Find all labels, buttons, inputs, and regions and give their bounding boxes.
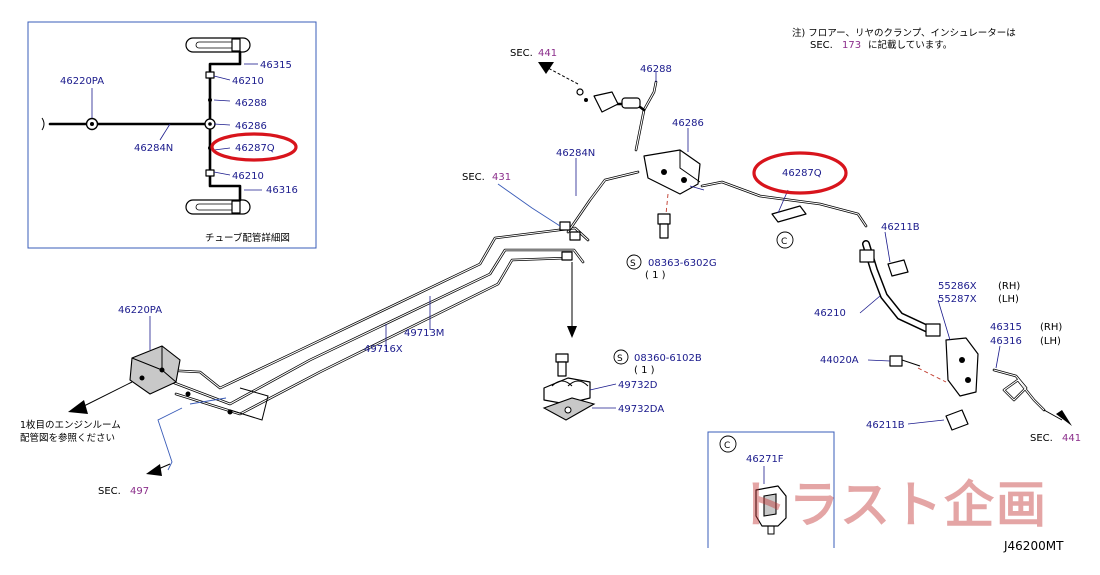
part-49713m: 49713M (404, 328, 444, 339)
c-mark-inset: C (724, 441, 730, 451)
inset-label-46284n: 46284N (134, 143, 173, 154)
label-rh-1: (RH) (998, 281, 1020, 292)
part-46271f: 46271F (746, 454, 784, 465)
label-lh-1: (LH) (998, 294, 1019, 305)
sec-bottom-left-prefix: SEC. (98, 486, 121, 497)
inset-label-46287q: 46287Q (235, 143, 275, 154)
note-line-2: に記載しています。 (868, 39, 952, 51)
note-sec-prefix: SEC. (810, 40, 833, 51)
inset-label-46210-bottom: 46210 (232, 171, 264, 182)
part-46220pa: 46220PA (118, 305, 162, 316)
inset-label-46210-top: 46210 (232, 76, 264, 87)
part-49732da: 49732DA (618, 404, 664, 415)
bolt-08363-label: 08363-6302G (648, 258, 717, 269)
sec-bottom-left-number: 497 (130, 486, 149, 497)
part-46210: 46210 (814, 308, 846, 319)
part-55286x: 55286X (938, 281, 977, 292)
c-mark-main: C (781, 237, 787, 247)
inset-label-46286: 46286 (235, 121, 267, 132)
bolt-08360-qty: ( 1 ) (634, 365, 655, 376)
part-46288: 46288 (640, 64, 672, 75)
label-lh-2: (LH) (1040, 336, 1061, 347)
s-marker-bolt1: S (626, 254, 642, 270)
clamp-49732da (542, 397, 596, 421)
engine-note-line-2: 配管図を参照ください (20, 432, 115, 444)
clip-46211b-top-icon (887, 259, 909, 277)
sec-right-number: 441 (1062, 433, 1081, 444)
sec-left-number: 431 (492, 172, 511, 183)
sec-arrow-bottom-left-icon (146, 463, 171, 476)
clip-46211b-bottom-icon (945, 409, 969, 431)
sec-arrow-right-icon (1043, 409, 1072, 426)
flex-hose-46210 (859, 240, 941, 337)
hose-bracket-46288 (576, 88, 641, 113)
inset-highlight-ring (210, 132, 298, 162)
c-marker-main: C (776, 231, 794, 249)
clip-46271f-icon (755, 485, 787, 535)
note-line-1: 注) フロアー、リヤのクランプ、インシュレーターは (792, 27, 1016, 39)
inset-label-46288: 46288 (235, 98, 267, 109)
s-mark-2: S (617, 354, 623, 364)
sec-arrow-engine-icon (68, 381, 133, 414)
bolt-08363-qty: ( 1 ) (645, 270, 666, 281)
sec-top-prefix: SEC. (510, 48, 533, 59)
sec-top-number: 441 (538, 48, 557, 59)
bolt-44020a-icon (889, 355, 921, 367)
sec-arrow-top-icon (538, 62, 579, 85)
part-46286: 46286 (672, 118, 704, 129)
left-block-46220pa (129, 345, 181, 395)
sec-right-prefix: SEC. (1030, 433, 1053, 444)
part-44020a: 44020A (820, 355, 859, 366)
part-46287q: 46287Q (782, 168, 822, 179)
bolt-08363-icon (657, 213, 671, 239)
watermark-logo: トラスト企画 (737, 475, 1048, 534)
part-46284n: 46284N (556, 148, 595, 159)
bracket-55286x (945, 337, 979, 397)
part-46316: 46316 (990, 336, 1022, 347)
note-sec-number: 173 (842, 40, 861, 51)
s-marker-bolt2: S (613, 349, 629, 365)
engine-note-line-1: 1枚目のエンジンルーム (20, 419, 121, 431)
inset-label-46316: 46316 (266, 185, 298, 196)
part-49716x: 49716X (364, 344, 403, 355)
bolt-08360-label: 08360-6102B (634, 353, 702, 364)
diagram-code: J46200MT (1003, 539, 1064, 553)
bolt-08360-icon (555, 353, 569, 377)
main-highlight-ring (752, 151, 848, 195)
part-46211b-top: 46211B (881, 222, 920, 233)
label-rh-2: (RH) (1040, 322, 1062, 333)
junction-block-46286 (643, 149, 701, 195)
inset-caption: チューブ配管詳細図 (205, 232, 290, 244)
clip-detail-inset: C 46271F (707, 431, 835, 548)
part-46315: 46315 (990, 322, 1022, 333)
inset-label-46315: 46315 (260, 60, 292, 71)
part-55287x: 55287X (938, 294, 977, 305)
header-note: 注) フロアー、リヤのクランプ、インシュレーターは SEC. 173 に記載して… (792, 27, 1016, 51)
tube-detail-inset: 46315 46210 46288 46286 46287Q 46210 463… (27, 21, 317, 249)
s-mark-1: S (630, 259, 636, 269)
clamp-49732d (543, 377, 591, 405)
inset-label-46220pa: 46220PA (60, 76, 104, 87)
part-49732d: 49732D (618, 380, 658, 391)
sec-left-prefix: SEC. (462, 172, 485, 183)
part-46211b-bottom: 46211B (866, 420, 905, 431)
